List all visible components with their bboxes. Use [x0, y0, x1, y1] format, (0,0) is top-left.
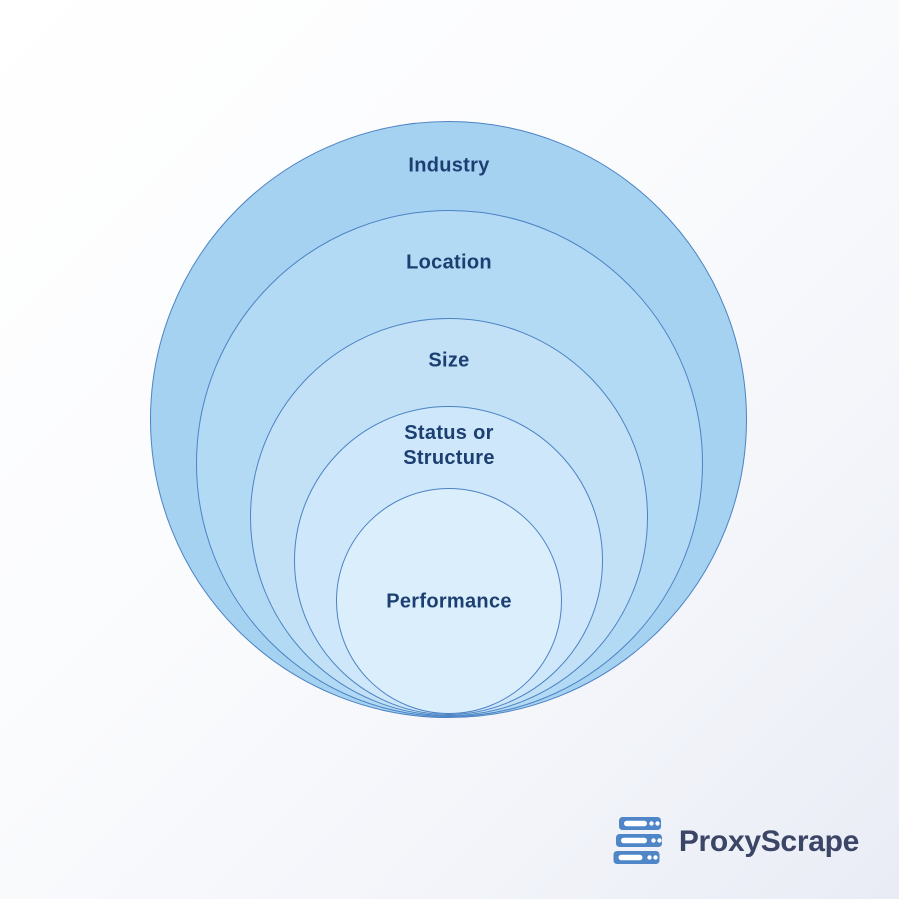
brand-logo: ProxyScrape — [613, 817, 859, 867]
ring-label-size: Size — [428, 349, 470, 372]
ring-label-performance: Performance — [386, 590, 512, 613]
ring-label-industry: Industry — [408, 154, 490, 177]
ring-performance — [336, 488, 562, 714]
server-stack-icon — [613, 817, 665, 867]
brand-name: ProxyScrape — [678, 825, 859, 858]
ring-label-location: Location — [406, 251, 492, 274]
ring-label-status: Status or Structure — [403, 422, 495, 469]
